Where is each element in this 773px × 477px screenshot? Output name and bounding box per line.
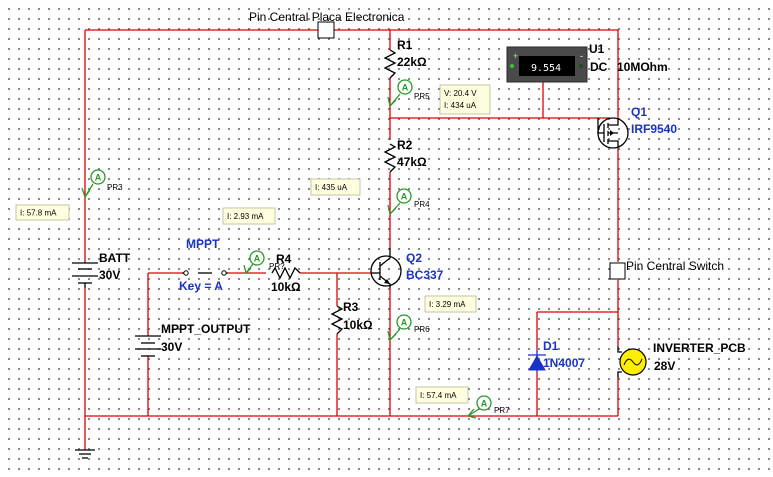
mppt-switch-label: MPPT	[186, 237, 220, 251]
r3-ref-label: R3	[343, 300, 359, 314]
probe-pr-base-reading: I: 2.93 mA	[227, 212, 264, 221]
probe-pr3-id: PR3	[107, 183, 123, 192]
pin-central-switch-label: Pin Central Switch	[626, 259, 724, 273]
r1-value-label: 22kΩ	[397, 55, 427, 69]
pin-central-placa-connector[interactable]	[317, 21, 335, 39]
inverter-pcb-lamp[interactable]	[617, 346, 647, 378]
probe-pr5-current: I: 434 uA	[444, 101, 477, 110]
mppt-key-label: Key = A	[179, 279, 223, 293]
probe-pr6[interactable]: A PR6	[387, 314, 430, 341]
meter-gate-wire	[390, 82, 610, 119]
r2-resistor[interactable]	[383, 143, 397, 173]
r1-resistor[interactable]	[383, 49, 397, 79]
probe-pr6-tooltip: I: 3.29 mA	[424, 295, 477, 313]
meter-minus-sign: -	[580, 51, 583, 61]
probe-pr-base-letter: A	[254, 254, 261, 264]
u1-ref-label: U1	[589, 42, 605, 56]
mppt-switch[interactable]	[182, 270, 228, 276]
probe-pr4-letter: A	[401, 192, 408, 202]
u1-voltmeter[interactable]: 9.554 + -	[506, 46, 588, 83]
probe-pr3[interactable]: A PR3	[81, 169, 123, 198]
lamp-ref-label: INVERTER_PCB	[653, 341, 746, 355]
q1-mosfet[interactable]	[597, 117, 629, 149]
meter-led	[510, 64, 514, 68]
probe-pr7[interactable]: A PR7	[467, 395, 510, 419]
probe-pr3-tooltip: I: 57.8 mA	[15, 204, 70, 221]
meter-reading: 9.554	[531, 63, 561, 74]
r1-ref-label: R1	[397, 38, 413, 52]
r3-resistor[interactable]	[330, 305, 344, 335]
mppt-output-value-label: 30V	[161, 340, 182, 354]
d1-diode[interactable]	[528, 350, 546, 372]
probe-pr7-letter: A	[481, 399, 488, 409]
ground-symbol	[75, 449, 95, 459]
r2-ref-label: R2	[397, 138, 413, 152]
wires	[84, 29, 619, 450]
probe-pr4-tooltip: I: 435 uA	[310, 178, 361, 196]
d1-ref-label: D1	[543, 339, 559, 353]
probe-pr7-tooltip: I: 57.4 mA	[415, 386, 469, 404]
probe-pr4[interactable]: A PR4	[387, 188, 430, 215]
pin-central-switch-connector[interactable]	[609, 262, 626, 280]
batt-source[interactable]	[72, 262, 98, 288]
u1-mode-label: DC	[590, 60, 608, 74]
batt-ref-label: BATT	[99, 251, 131, 265]
probe-pr4-id: PR4	[414, 200, 430, 209]
mppt-output-source[interactable]	[135, 335, 161, 357]
probe-pr3-reading: I: 57.8 mA	[20, 209, 57, 218]
q2-ref-label: Q2	[406, 251, 422, 265]
probe-pr6-letter: A	[401, 318, 408, 328]
probe-pr5-voltage: V: 20.4 V	[444, 89, 477, 98]
lamp-value-label: 28V	[654, 359, 675, 373]
probe-pr-base-tooltip: I: 2.93 mA	[222, 207, 276, 225]
d1-part-label: 1N4007	[543, 356, 585, 370]
batt-value-label: 30V	[99, 268, 120, 282]
probe-pr3-letter: A	[95, 173, 102, 183]
mppt-output-ref-label: MPPT_OUTPUT	[161, 322, 251, 336]
probe-pr6-reading: I: 3.29 mA	[429, 300, 466, 309]
probe-pr5-tooltip: V: 20.4 V I: 434 uA	[439, 84, 491, 115]
meter-plus-sign: +	[513, 51, 518, 61]
probe-pr5[interactable]: A PR5	[387, 79, 430, 107]
r3-value-label: 10kΩ	[343, 318, 373, 332]
probe-pr6-id: PR6	[414, 325, 430, 334]
drain-wire	[537, 148, 619, 313]
r4-value-label: 10kΩ	[271, 280, 301, 294]
probe-pr7-reading: I: 57.4 mA	[420, 391, 457, 400]
top-rail-wire	[85, 29, 619, 118]
meter-led-off	[579, 64, 583, 68]
q1-ref-label: Q1	[631, 105, 647, 119]
probe-pr5-id: PR5	[414, 92, 430, 101]
probe-pr5-letter: A	[402, 83, 409, 93]
q2-transistor[interactable]	[370, 248, 402, 288]
r2-value-label: 47kΩ	[397, 155, 427, 169]
q2-part-label: BC337	[406, 268, 444, 282]
pin-central-placa-label: Pin Central Placa Electronica	[249, 10, 405, 24]
probe-pr7-id: PR7	[494, 406, 510, 415]
probe-pr4-reading: I: 435 uA	[315, 183, 348, 192]
r4-ref-label: R4	[276, 252, 292, 266]
probe-pr-base[interactable]: A PR?	[243, 250, 285, 274]
u1-impedance-label: 10MOhm	[617, 60, 668, 74]
probe-pr-base-id: PR?	[269, 262, 285, 271]
r4-resistor[interactable]	[271, 266, 301, 280]
q1-part-label: IRF9540	[631, 122, 677, 136]
